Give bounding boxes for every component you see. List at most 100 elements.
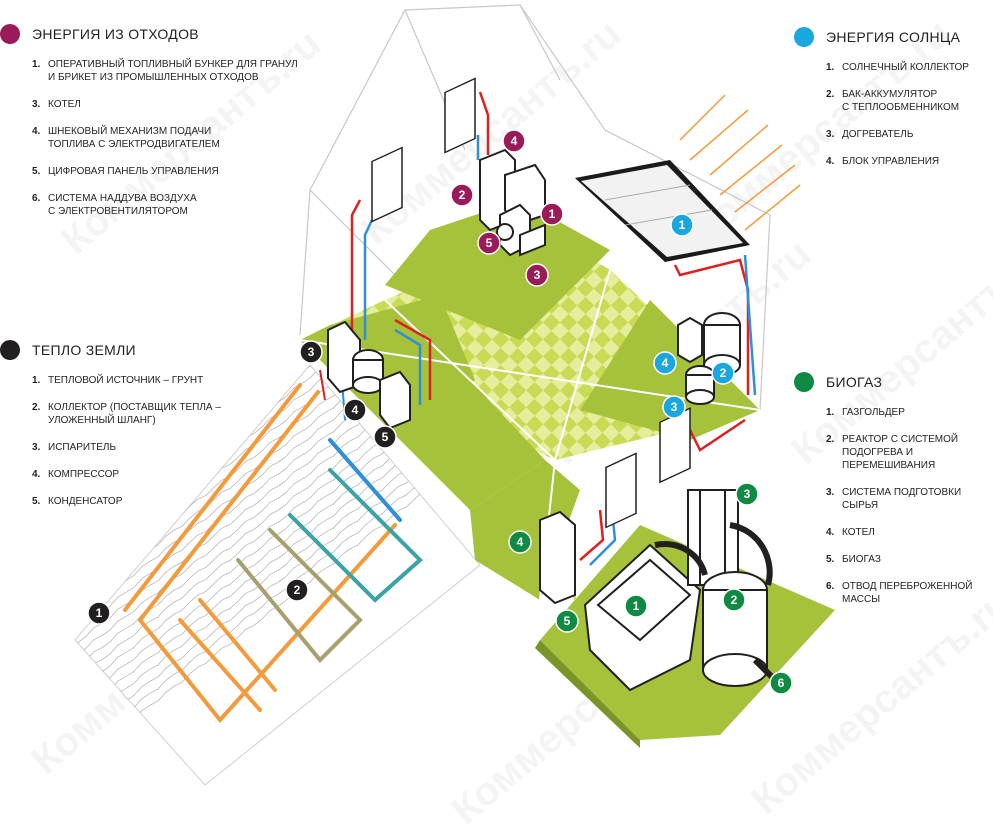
ground-marker-dot: [87, 601, 111, 625]
legend-item: 2. РЕАКТОР С СИСТЕМОЙ ПОДОГРЕВА И ПЕРЕМЕШ…: [826, 433, 993, 472]
legend-list: 1.ОПЕРАТИВНЫЙ ТОПЛИВНЫЙ БУНКЕР ДЛЯ ГРАНУ…: [0, 58, 298, 218]
legend-item: 3. КОТЕЛ: [32, 98, 298, 111]
legend-item-text: БЛОК УПРАВЛЕНИЯ: [842, 156, 940, 167]
solar-marker: 3: [662, 395, 686, 419]
sun-rays: [679, 94, 801, 231]
solar-marker-label: 3: [671, 400, 678, 414]
legend-item-text: ШНЕКОВЫЙ МЕХАНИЗМ ПОДАЧИ ТОПЛИВА С ЭЛЕКТ…: [48, 126, 220, 150]
biogas-marker: 1: [624, 594, 648, 618]
biogas-marker-dot: [769, 671, 793, 695]
waste-marker-label: 2: [459, 188, 466, 202]
biogas-marker-label: 4: [517, 535, 524, 549]
legend-item: 5.БИОГАЗ: [826, 553, 993, 566]
biogas-marker-dot: [722, 588, 746, 612]
legend-item: 4.КОТЕЛ: [826, 526, 993, 539]
legend-title: ЭНЕРГИЯ СОЛНЦА: [826, 29, 961, 45]
legend-item-text: КОТЕЛ: [48, 99, 81, 110]
waste-marker-dot: [502, 129, 526, 153]
legend-item-text: СИСТЕМА НАДДУВА ВОЗДУХА С ЭЛЕКТРОВЕНТИЛЯ…: [48, 193, 197, 217]
legend-item-number: 3.: [32, 442, 41, 453]
legend-item-number: 2.: [32, 402, 41, 413]
waste-boiler-assembly: [479, 148, 546, 257]
legend-item-text: ДОГРЕВАТЕЛЬ: [842, 129, 914, 140]
legend-item-text: СИСТЕМА ПОДГОТОВКИ СЫРЬЯ: [842, 487, 962, 511]
legend-item-text: РЕАКТОР С СИСТЕМОЙ ПОДОГРЕВА И ПЕРЕМЕШИВ…: [842, 434, 959, 471]
biogas-marker-label: 6: [778, 676, 785, 690]
legend-item-text: ГАЗГОЛЬДЕР: [842, 407, 905, 418]
legend-item: 3.ИСПАРИТЕЛЬ: [32, 441, 221, 454]
legend-item: 6. СИСТЕМА НАДДУВА ВОЗДУХА С ЭЛЕКТРОВЕНТИ…: [32, 192, 298, 218]
biogas-marker-label: 1: [633, 599, 640, 613]
waste-marker-dot: [540, 202, 564, 226]
biogas-marker: 4: [508, 530, 532, 554]
waste-marker: 4: [502, 129, 526, 153]
waste-marker-dot: [450, 183, 474, 207]
legend-item-number: 4.: [32, 126, 41, 137]
ground-marker-dot: [299, 340, 323, 364]
solar-marker-dot: [711, 361, 735, 385]
ground-marker-label: 5: [382, 430, 389, 444]
legend-item-text: ТЕПЛОВОЙ ИСТОЧНИК – ГРУНТ: [48, 375, 204, 386]
legend-item: 1. СОЛНЕЧНЫЙ КОЛЛЕКТОР: [826, 61, 969, 74]
ground-dot-icon: [0, 340, 20, 360]
legend-item: 2. КОЛЛЕКТОР (ПОСТАВЩИК ТЕПЛА – УЛОЖЕННЫЙ…: [32, 401, 221, 427]
biogas-marker: 6: [769, 671, 793, 695]
legend-list: 1.ТЕПЛОВОЙ ИСТОЧНИК – ГРУНТ 2. КОЛЛЕКТОР (…: [0, 374, 221, 508]
waste-marker-label: 5: [486, 236, 493, 250]
solar-marker: 4: [653, 351, 677, 375]
biogas-equipment: [539, 489, 778, 692]
waste-marker-dot: [477, 231, 501, 255]
ground-collector-loops: [123, 383, 423, 724]
solar-marker-label: 2: [720, 366, 727, 380]
biogas-marker-dot: [555, 609, 579, 633]
legend-item: 4. ШНЕКОВЫЙ МЕХАНИЗМ ПОДАЧИ ТОПЛИВА С ЭЛЕ…: [32, 125, 298, 151]
biogas-marker-dot: [735, 482, 759, 506]
legend-item-text: ОТВОД ПЕРЕБРОЖЕННОЙ МАССЫ: [842, 581, 973, 605]
legend-item-text: БИОГАЗ: [842, 554, 881, 565]
ground-marker: 3: [299, 340, 323, 364]
legend-biogas: БИОГАЗ 1.ГАЗГОЛЬДЕР 2. РЕАКТОР С СИСТЕМОЙ …: [794, 370, 993, 620]
waste-marker: 5: [477, 231, 501, 255]
legend-item-text: КОЛЛЕКТОР (ПОСТАВЩИК ТЕПЛА – УЛОЖЕННЫЙ Ш…: [48, 402, 221, 426]
legend-item-number: 3.: [826, 487, 835, 498]
solar-marker-label: 4: [662, 356, 669, 370]
biogas-marker-dot: [508, 530, 532, 554]
legend-item: 4.КОМПРЕССОР: [32, 468, 221, 481]
heat-pump-units: [327, 320, 411, 430]
legend-item-number: 3.: [32, 99, 41, 110]
legend-item-number: 2.: [826, 434, 835, 445]
biogas-marker-label: 5: [564, 614, 571, 628]
ground-marker: 4: [343, 398, 367, 422]
legend-item-text: ЦИФРОВАЯ ПАНЕЛЬ УПРАВЛЕНИЯ: [48, 166, 219, 177]
ground-marker-label: 3: [308, 345, 315, 359]
legend-item-number: 6.: [32, 193, 41, 204]
legend-ground: ТЕПЛО ЗЕМЛИ 1.ТЕПЛОВОЙ ИСТОЧНИК – ГРУНТ 2…: [0, 338, 221, 522]
legend-item: 1.ТЕПЛОВОЙ ИСТОЧНИК – ГРУНТ: [32, 374, 221, 387]
legend-item-number: 5.: [32, 496, 41, 507]
legend-item: 4.БЛОК УПРАВЛЕНИЯ: [826, 155, 969, 168]
ground-marker-dot: [285, 578, 309, 602]
ground-marker: 2: [285, 578, 309, 602]
legend-item-text: СОЛНЕЧНЫЙ КОЛЛЕКТОР: [842, 62, 969, 73]
solar-marker: 2: [711, 361, 735, 385]
solar-marker-dot: [653, 351, 677, 375]
legend-item-number: 2.: [826, 89, 835, 100]
biogas-marker: 2: [722, 588, 746, 612]
legend-item-number: 1.: [826, 62, 835, 73]
legend-item: 5.ЦИФРОВАЯ ПАНЕЛЬ УПРАВЛЕНИЯ: [32, 165, 298, 178]
legend-item: 5.КОНДЕНСАТОР: [32, 495, 221, 508]
legend-item: 1.ГАЗГОЛЬДЕР: [826, 406, 993, 419]
waste-marker-label: 1: [549, 207, 556, 221]
waste-marker: 2: [450, 183, 474, 207]
legend-title: БИОГАЗ: [826, 374, 883, 390]
legend-item: 3. СИСТЕМА ПОДГОТОВКИ СЫРЬЯ: [826, 486, 993, 512]
biogas-marker: 3: [735, 482, 759, 506]
waste-marker-dot: [525, 263, 549, 287]
waste-marker-label: 4: [511, 134, 518, 148]
waste-marker-label: 3: [534, 268, 541, 282]
legend-title: ТЕПЛО ЗЕМЛИ: [32, 342, 136, 358]
